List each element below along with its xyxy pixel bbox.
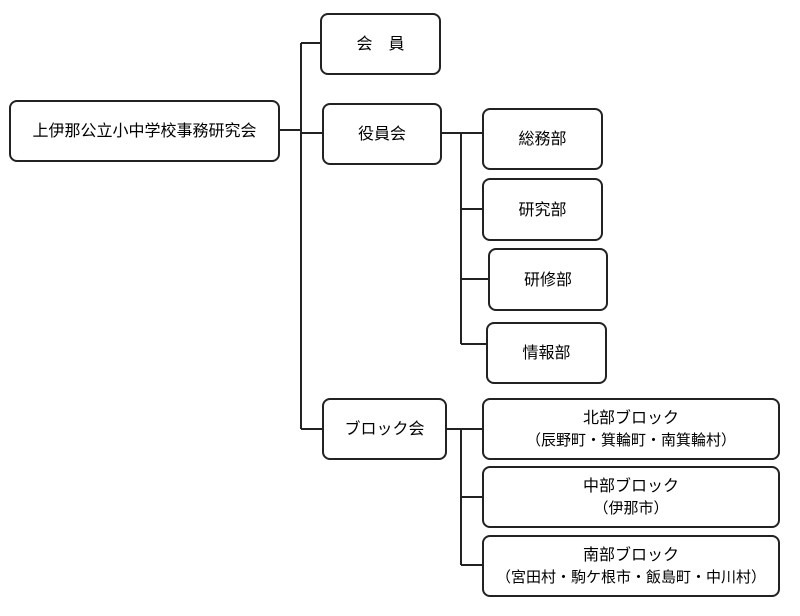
block-council-label: ブロック会	[344, 419, 425, 438]
department-training: 研修部	[488, 248, 608, 311]
block-north: 北部ブロック （辰野町・箕輪町・南箕輪村）	[482, 398, 780, 460]
root-label: 上伊那公立小中学校事務研究会	[32, 121, 257, 140]
department-label: 総務部	[518, 129, 567, 148]
block-areas: （辰野町・箕輪町・南箕輪村）	[525, 431, 736, 449]
department-label: 研究部	[518, 199, 567, 219]
department-label: 研修部	[523, 269, 572, 289]
department-research: 研究部	[482, 178, 603, 241]
department-general-affairs: 総務部	[482, 108, 603, 170]
members-label: 会 員	[356, 34, 405, 53]
block-name: 北部ブロック	[582, 408, 679, 427]
block-council-node: ブロック会	[322, 398, 447, 460]
block-name: 中部ブロック	[582, 476, 679, 495]
block-south: 南部ブロック （宮田村・駒ケ根市・飯島町・中川村）	[482, 535, 780, 597]
block-central: 中部ブロック （伊那市）	[482, 466, 780, 528]
board-label: 役員会	[357, 124, 406, 143]
board-node: 役員会	[322, 103, 442, 165]
members-node: 会 員	[320, 13, 441, 75]
block-areas: （伊那市）	[593, 499, 669, 517]
root-node: 上伊那公立小中学校事務研究会	[9, 100, 280, 162]
department-information: 情報部	[486, 322, 607, 384]
department-label: 情報部	[522, 343, 571, 362]
block-name: 南部ブロック	[582, 545, 679, 564]
block-areas: （宮田村・駒ケ根市・飯島町・中川村）	[495, 568, 766, 586]
